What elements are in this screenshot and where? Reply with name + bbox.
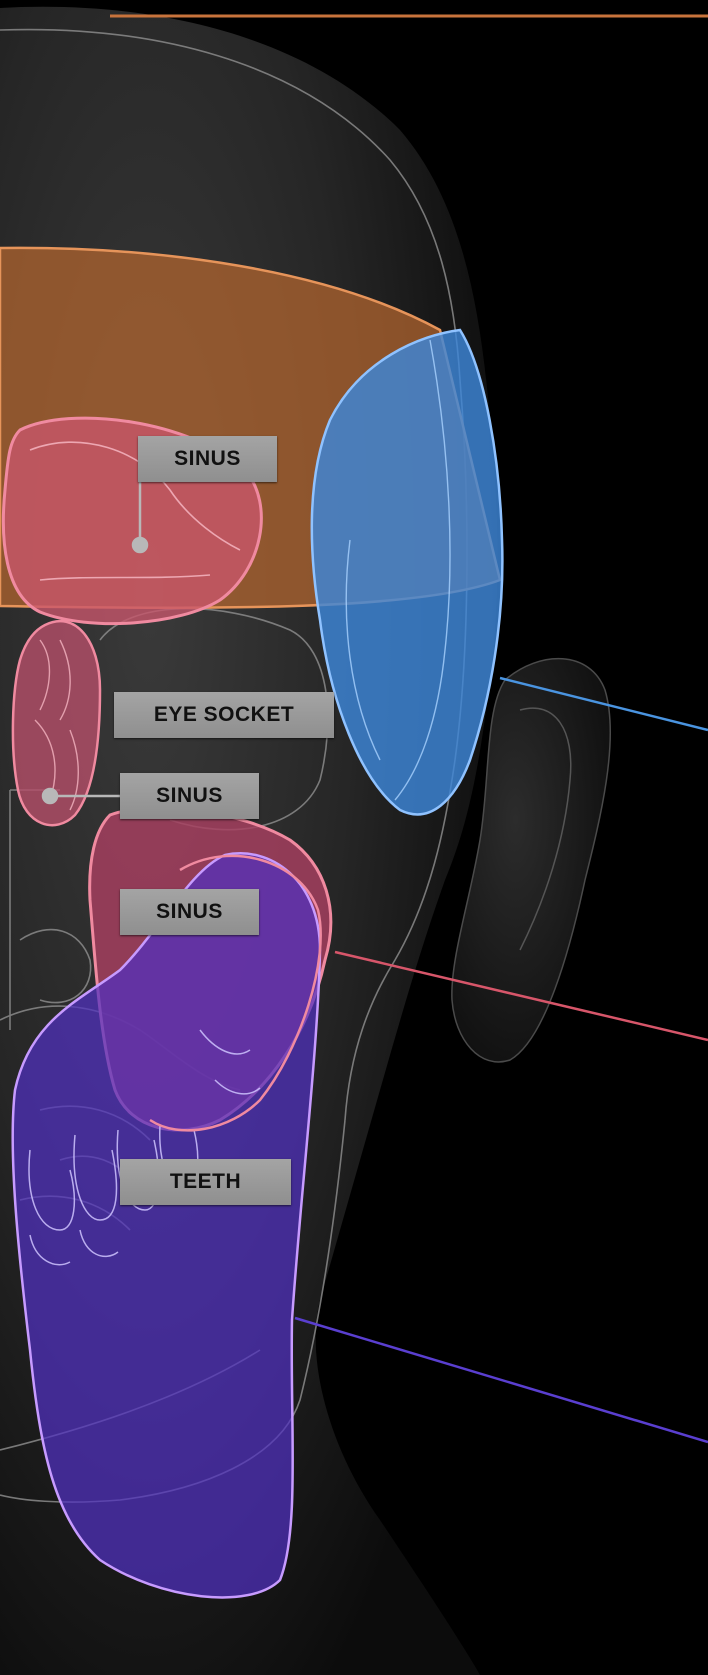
- teeth-label: TEETH: [120, 1159, 291, 1205]
- jaw-pointer-line: [295, 1318, 708, 1442]
- eye-socket-label: EYE SOCKET: [114, 692, 334, 738]
- sinus-label-middle: SINUS: [120, 773, 259, 819]
- sinus-label-lower: SINUS: [120, 889, 259, 935]
- sinus-label-upper: SINUS: [138, 436, 277, 482]
